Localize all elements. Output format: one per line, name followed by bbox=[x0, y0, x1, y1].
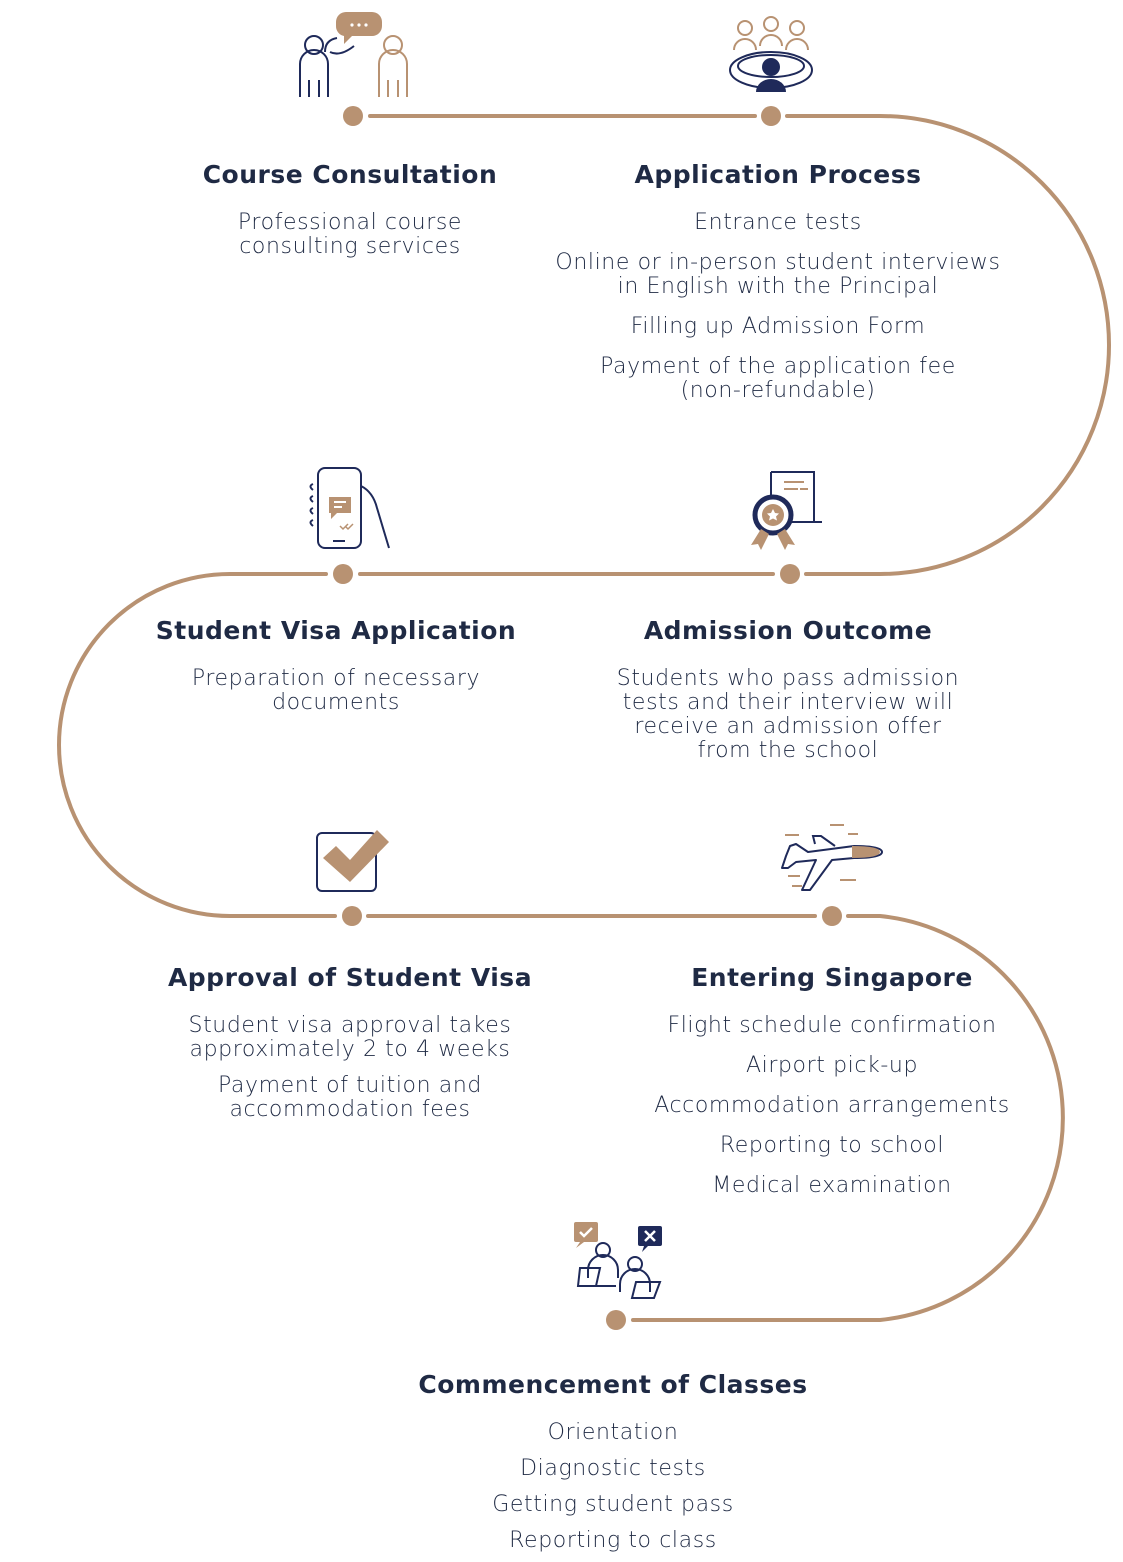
step-item: Payment of tuition and accommodation fee… bbox=[218, 1073, 482, 1122]
step-course-consultation: Course Consultation Professional course … bbox=[200, 160, 500, 259]
step-item: Professional course consulting services bbox=[237, 210, 463, 259]
step-entering-singapore: Entering Singapore Flight schedule confi… bbox=[622, 963, 1042, 1198]
step-item: Reporting to school bbox=[719, 1133, 945, 1158]
consultation-people-icon bbox=[299, 12, 408, 97]
step-item: Airport pick-up bbox=[745, 1053, 919, 1078]
node-course-consultation bbox=[343, 106, 363, 126]
step-title: Approval of Student Visa bbox=[167, 963, 533, 992]
step-item: Payment of the application fee (non-refu… bbox=[600, 354, 956, 403]
step-admission-outcome: Admission Outcome Students who pass admi… bbox=[578, 616, 998, 763]
step-item: Flight schedule confirmation bbox=[667, 1013, 997, 1038]
students-laptops-icon bbox=[574, 1222, 662, 1299]
step-item: Medical examination bbox=[712, 1173, 952, 1198]
step-item: Accommodation arrangements bbox=[654, 1093, 1010, 1118]
step-commencement-of-classes: Commencement of Classes Orientation Diag… bbox=[388, 1370, 838, 1553]
phone-message-icon bbox=[309, 467, 390, 549]
node-application-process bbox=[761, 106, 781, 126]
step-item: Reporting to class bbox=[509, 1528, 717, 1553]
step-title: Course Consultation bbox=[202, 160, 498, 189]
step-item: Preparation of necessary documents bbox=[191, 666, 481, 715]
connector-segment-2 bbox=[785, 114, 1111, 576]
step-item: Getting student pass bbox=[492, 1492, 734, 1517]
step-item: Diagnostic tests bbox=[520, 1456, 706, 1481]
node-admission-outcome bbox=[780, 564, 800, 584]
airplane-icon bbox=[781, 824, 883, 891]
node-commencement-of-classes bbox=[606, 1310, 626, 1330]
group-interview-icon bbox=[729, 16, 813, 92]
connector-segment-6 bbox=[631, 914, 1065, 1322]
step-application-process: Application Process Entrance tests Onlin… bbox=[528, 160, 1028, 403]
step-item: Student visa approval takes approximatel… bbox=[188, 1013, 512, 1062]
step-title: Entering Singapore bbox=[691, 963, 973, 992]
step-title: Commencement of Classes bbox=[418, 1370, 808, 1399]
node-approval-of-student-visa bbox=[342, 906, 362, 926]
step-title: Application Process bbox=[634, 160, 922, 189]
checkbox-icon bbox=[316, 830, 389, 892]
certificate-icon bbox=[751, 471, 822, 550]
step-item: Filling up Admission Form bbox=[630, 314, 926, 339]
connector-nodes bbox=[333, 106, 842, 1330]
step-approval-of-student-visa: Approval of Student Visa Student visa ap… bbox=[160, 963, 540, 1122]
step-item: Online or in-person student interviews i… bbox=[555, 250, 1001, 299]
step-item: Students who pass admission tests and th… bbox=[616, 666, 960, 763]
step-title: Student Visa Application bbox=[155, 616, 517, 645]
connector-segment-4 bbox=[57, 572, 337, 918]
node-entering-singapore bbox=[822, 906, 842, 926]
step-item: Orientation bbox=[547, 1420, 679, 1445]
step-title: Admission Outcome bbox=[643, 616, 933, 645]
step-student-visa-application: Student Visa Application Preparation of … bbox=[146, 616, 526, 715]
node-student-visa-application bbox=[333, 564, 353, 584]
step-item: Entrance tests bbox=[694, 210, 862, 235]
connector-path bbox=[57, 114, 1111, 1322]
